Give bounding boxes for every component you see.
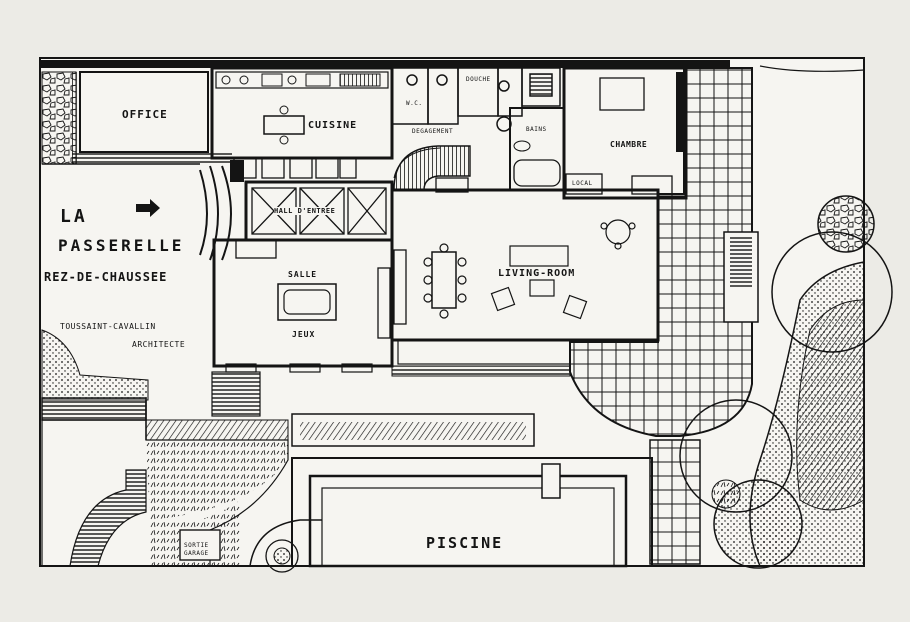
room-label-jeux: JEUX — [292, 330, 316, 339]
room-label-degagement: DEGAGEMENT — [412, 128, 454, 135]
room-label-cuisine: CUISINE — [308, 120, 358, 131]
room-label-garage: GARAGE — [184, 550, 209, 557]
room-label-local: LOCAL — [572, 180, 593, 187]
room-label-bains: BAINS — [526, 126, 547, 133]
room-label-sortie: SORTIE — [184, 542, 209, 549]
room-label-hall: HALL D'ENTREE — [274, 207, 336, 215]
room-label-chambre: CHAMBRE — [610, 140, 648, 149]
room-label-piscine: PISCINE — [426, 534, 504, 552]
room-label-douche: DOUCHE — [466, 76, 491, 83]
entry-arrow-icon — [136, 199, 160, 217]
room-label-salle: SALLE — [288, 270, 318, 279]
room-label-office: OFFICE — [122, 108, 168, 121]
plan-title-line-1: LA — [60, 206, 88, 227]
room-label-living: LIVING-ROOM — [498, 268, 576, 279]
plan-credit-line-2: ARCHITECTE — [132, 340, 186, 349]
room-label-wc: W.C. — [406, 100, 423, 107]
plan-credit-line-1: TOUSSAINT-CAVALLIN — [60, 322, 156, 331]
plan-title-line-3: REZ-DE-CHAUSSEE — [44, 270, 168, 284]
plan-title-line-2: PASSERELLE — [58, 236, 185, 255]
